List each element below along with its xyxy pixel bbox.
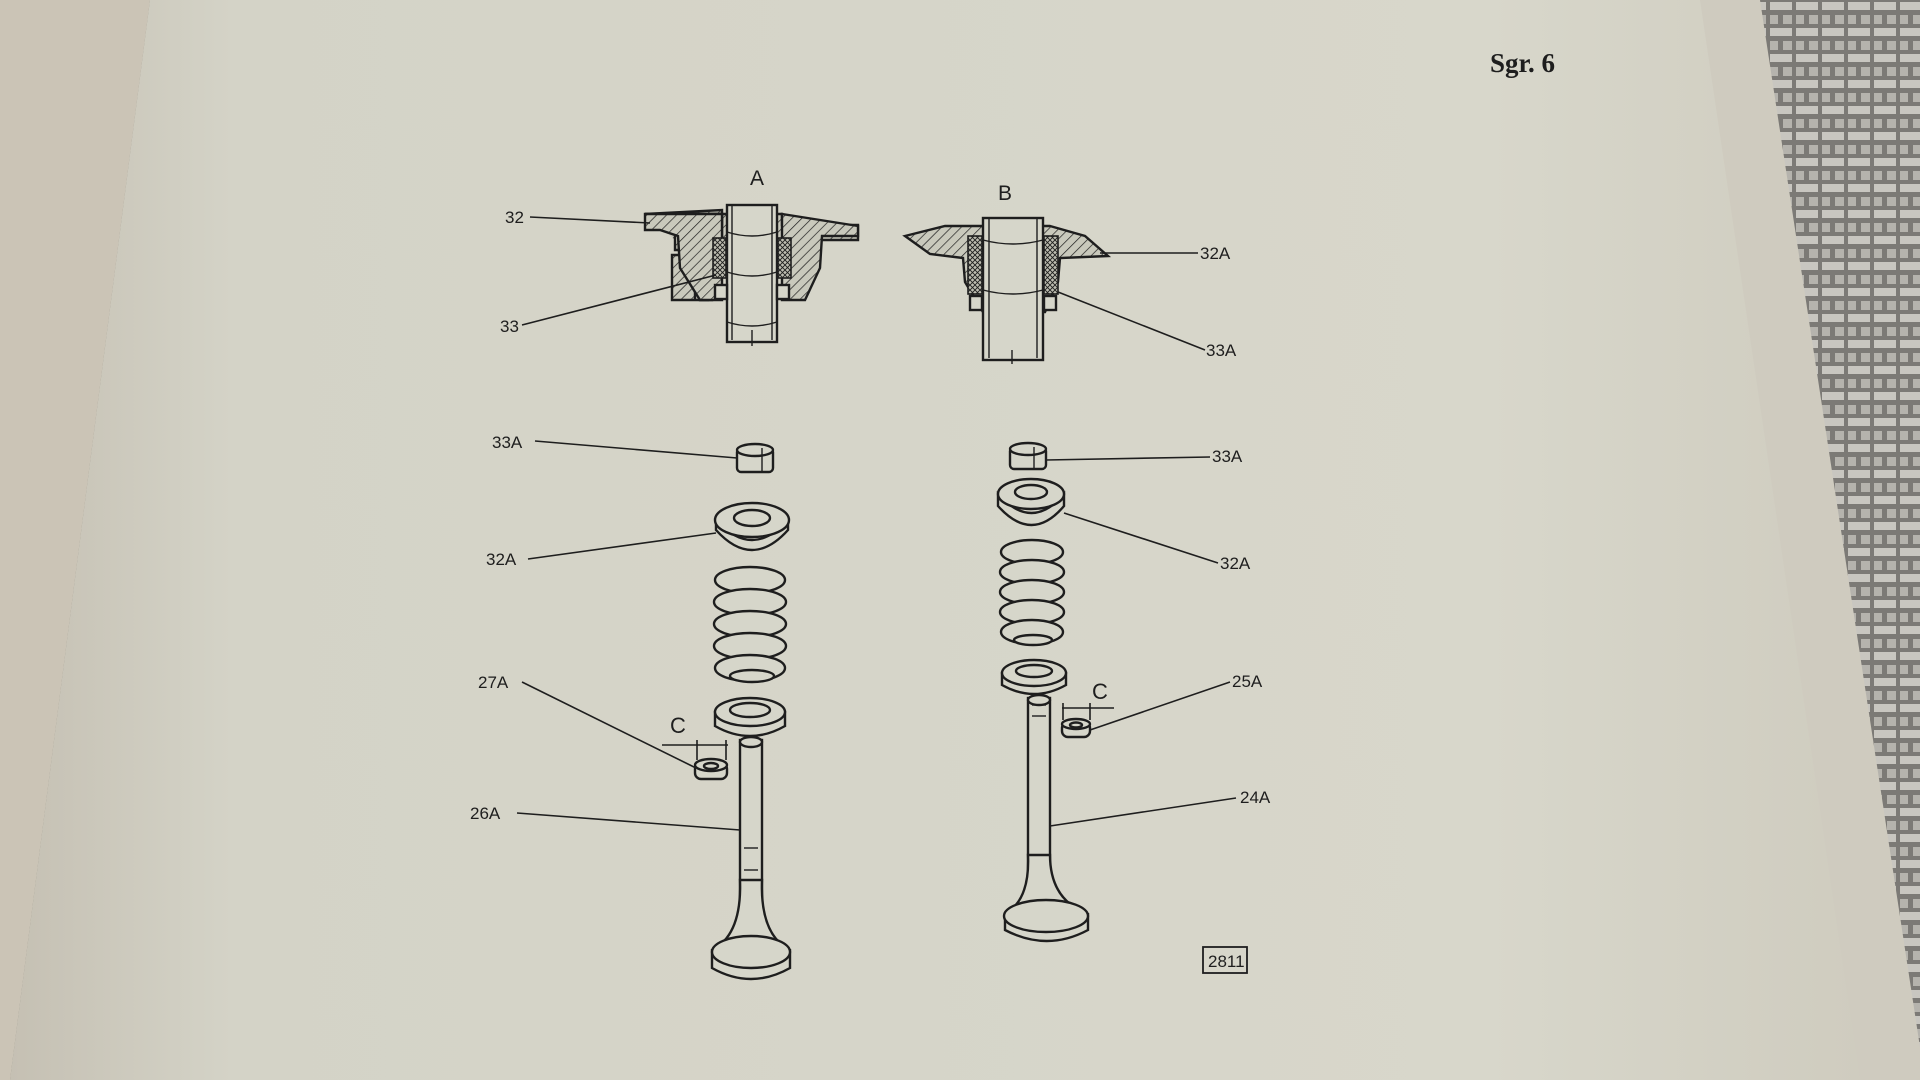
seal-b-right: [1043, 235, 1059, 295]
right-page: [10, 0, 1860, 1080]
valve-spring-left: [712, 565, 788, 684]
spring-cap-right: [996, 477, 1066, 527]
section-view-b: B 32A 33A: [902, 182, 1237, 364]
valve-left: [710, 735, 792, 981]
keeper-left: [735, 442, 775, 474]
label-27a-left: 27A: [478, 673, 509, 692]
spring-cap-left: [713, 501, 791, 552]
dim-c-right-label: C: [1092, 679, 1108, 704]
spring-seat-right: [1000, 658, 1068, 696]
page-label: Sgr. 6: [1490, 48, 1555, 78]
left-page: [0, 0, 150, 1080]
label-33a-left: 33A: [492, 433, 523, 452]
label-33-a: 33: [500, 317, 519, 336]
view-a-title: A: [750, 167, 764, 190]
seal-a-right: [777, 237, 792, 279]
view-b-title: B: [998, 182, 1012, 205]
label-24a-right: 24A: [1240, 788, 1271, 807]
figure-number-box: 2811: [1202, 946, 1248, 974]
valve-seal-right: [1060, 717, 1092, 739]
dimension-c-right: C: [1062, 679, 1114, 720]
seal-a-left: [712, 237, 727, 279]
page-edge-stack: [1688, 0, 1920, 1080]
dimension-c-left: C: [662, 713, 728, 760]
label-32a-right: 32A: [1220, 554, 1251, 573]
valve-stem-b: [981, 216, 1045, 362]
valve-stem-a: [725, 203, 779, 344]
label-32-a: 32: [505, 208, 524, 227]
section-view-a: A 32 33: [500, 167, 860, 346]
label-33a-b: 33A: [1206, 341, 1237, 360]
label-26a-left: 26A: [470, 804, 501, 823]
label-32a-b: 32A: [1200, 244, 1231, 263]
spring-seat-left: [713, 696, 787, 738]
keeper-right: [1008, 441, 1048, 471]
valve-spring-right: [998, 538, 1066, 647]
valve-right: [1002, 693, 1090, 943]
valve-seal-left: [693, 757, 729, 781]
label-25a-right: 25A: [1232, 672, 1263, 691]
dim-c-left-label: C: [670, 713, 686, 738]
label-33a-right: 33A: [1212, 447, 1243, 466]
label-32a-left: 32A: [486, 550, 517, 569]
exploded-view-right: 33A 32A 24A: [996, 441, 1271, 943]
figure-number: 2811: [1208, 952, 1245, 971]
seal-b-left: [967, 235, 983, 295]
exploded-view-left: 33A 32A: [470, 433, 792, 981]
